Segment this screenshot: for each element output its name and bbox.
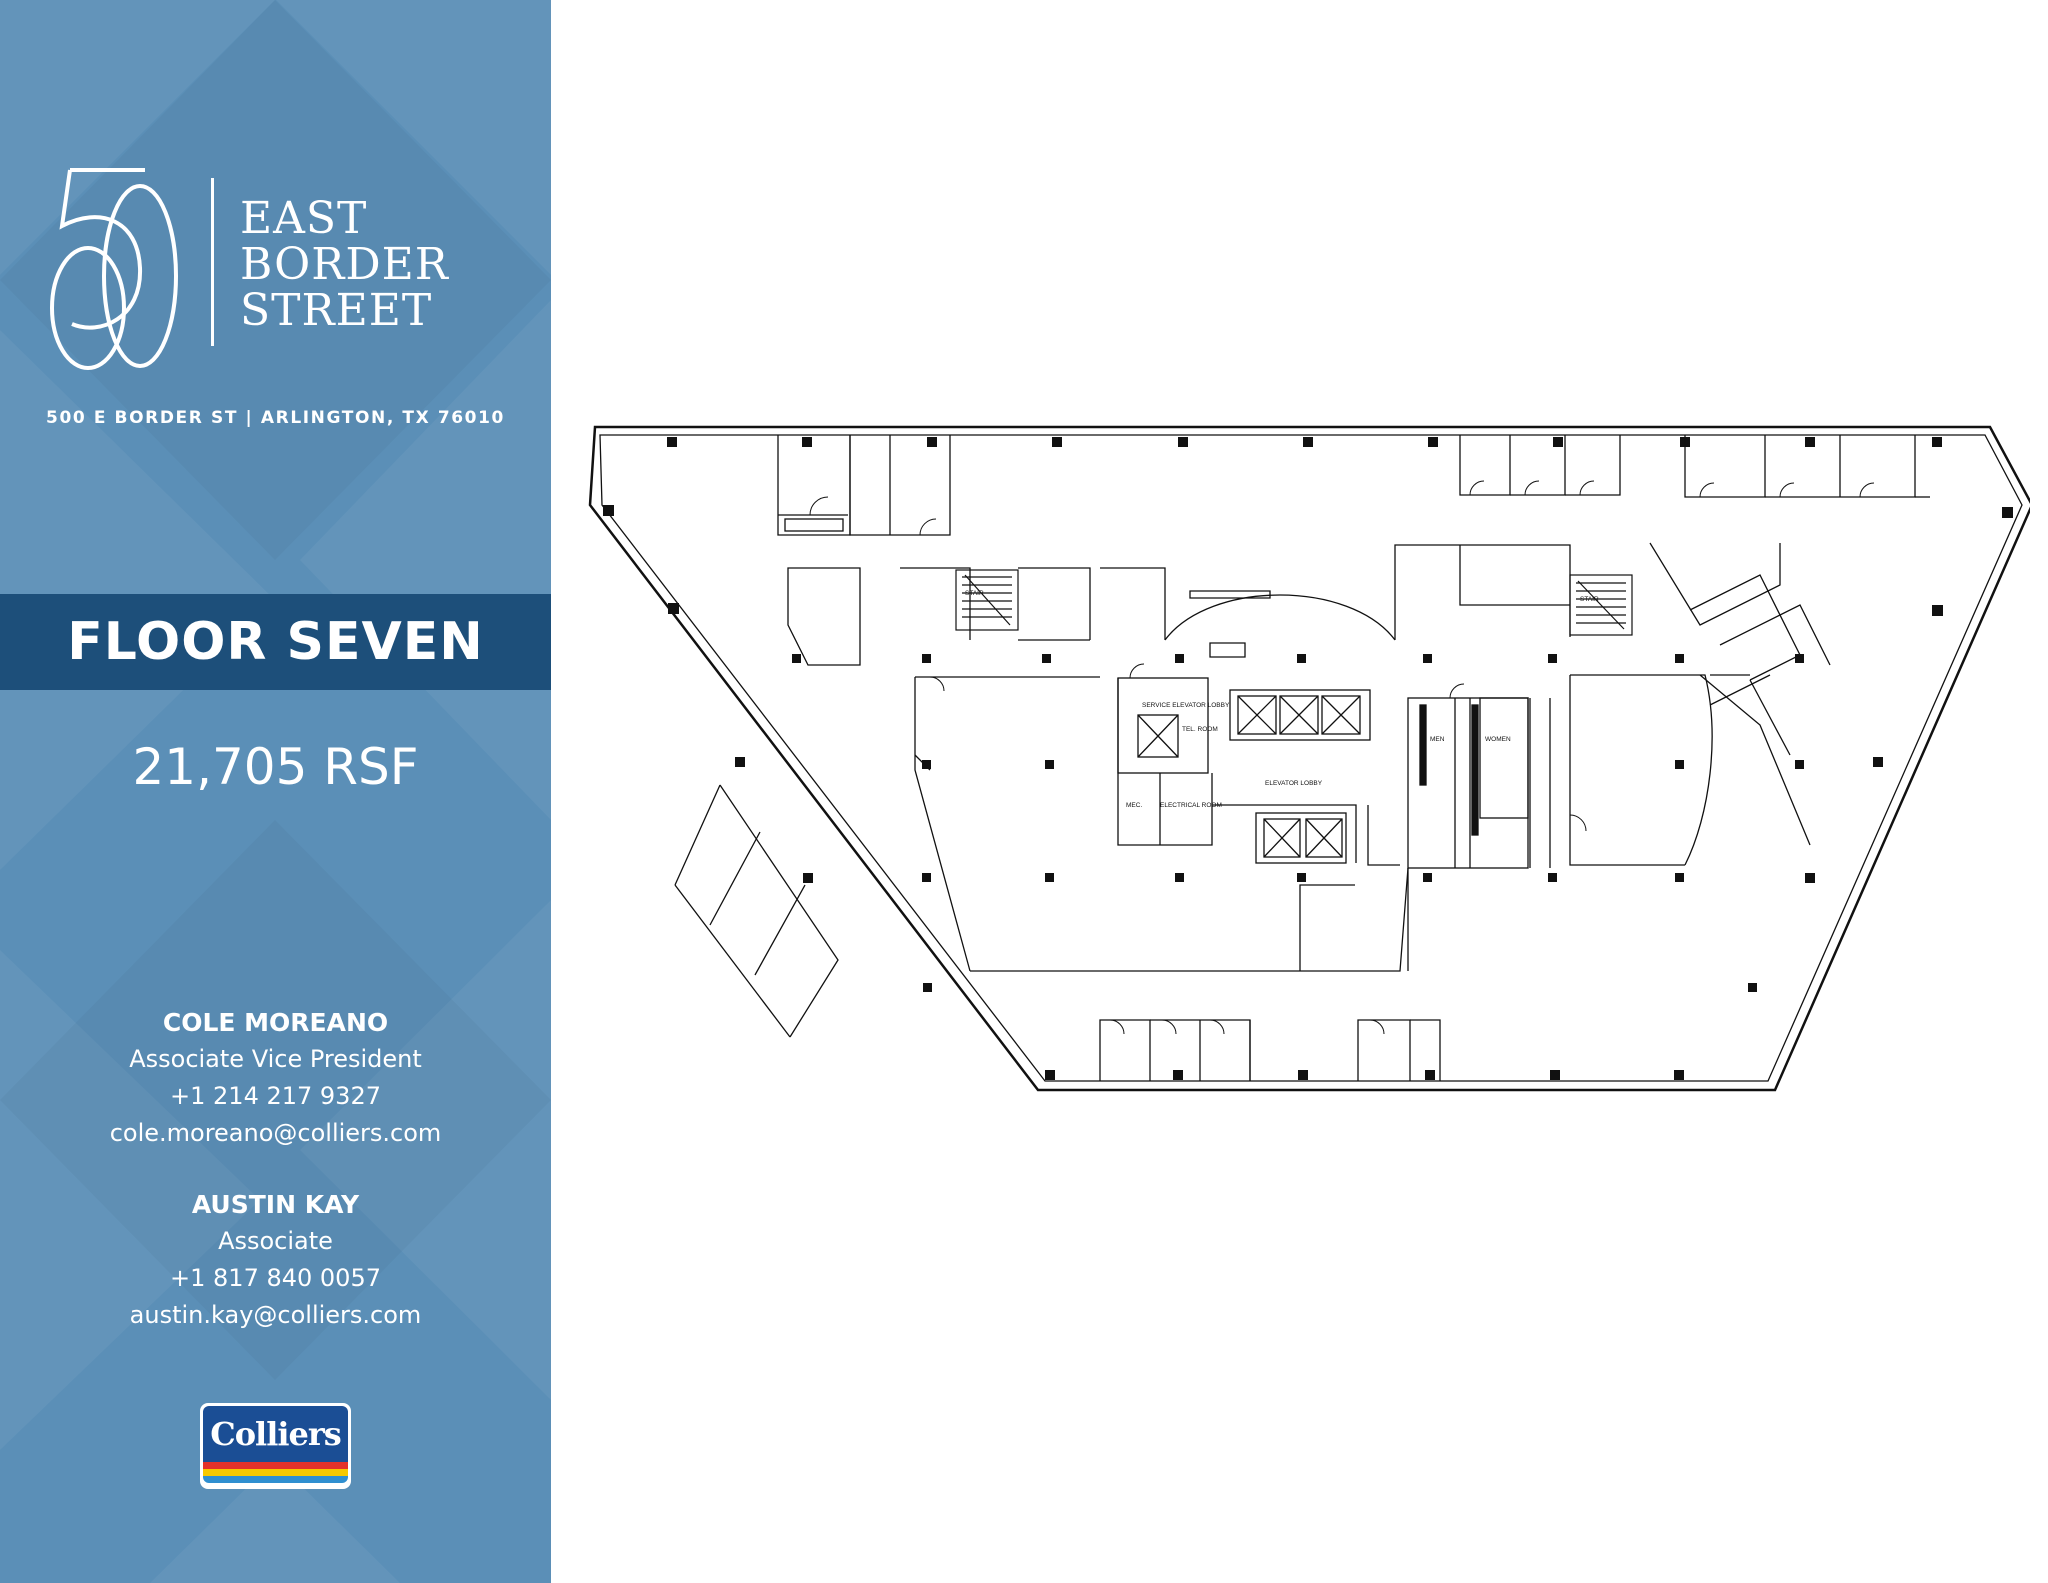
logo-word-border: BORDER [240,239,449,290]
contact-title: Associate [218,1227,333,1255]
door-swings [809,480,1875,1035]
floor-banner: FLOOR SEVEN [0,594,551,690]
label-tel-room: TEL. ROOM [1182,726,1218,733]
contact-name: AUSTIN KAY [191,1190,360,1219]
stairwells [955,569,1633,636]
logo-stripe-red [203,1462,348,1469]
building-outline-outer [588,425,2030,1092]
contact-phone[interactable]: +1 817 840 0057 [170,1264,381,1292]
corner-rooms [787,542,1831,756]
logo-500-mark [50,168,178,370]
contact-phone[interactable]: +1 214 217 9327 [170,1082,381,1110]
south-offices [1099,1019,1441,1081]
diamond-pattern [0,0,551,1583]
logo-divider [211,178,214,346]
label-women: WOMEN [1485,736,1511,743]
north-offices [777,435,1930,536]
logo-word-east: EAST [240,193,368,244]
contact-email[interactable]: austin.kay@colliers.com [129,1301,422,1329]
label-stair: STAIR [1580,596,1599,603]
floor-plan: ELEVATOR LOBBY SERVICE ELEVATOR LOBBY TE… [588,425,2030,1092]
interior-partitions [674,674,1811,1038]
colliers-wordmark: Colliers [210,1415,342,1453]
contact-email[interactable]: cole.moreano@colliers.com [109,1119,442,1147]
property-address: 500 E BORDER ST | ARLINGTON, TX 76010 [46,408,505,428]
label-service-lobby: SERVICE ELEVATOR LOBBY [1142,702,1230,709]
contact-card: AUSTIN KAY Associate +1 817 840 0057 aus… [0,1186,551,1334]
label-mech: MEC. [1126,802,1142,809]
label-men: MEN [1430,736,1445,743]
logo-stripe-blue [203,1476,348,1483]
logo-word-street: STREET [240,285,433,336]
label-electrical-room: ELECTRICAL ROOM [1160,802,1222,809]
building-outline-inner [599,434,2023,1082]
floor-title: FLOOR SEVEN [67,612,484,672]
colliers-logo-field: Colliers [203,1406,348,1462]
building-core [1018,544,1571,869]
sidebar: EAST BORDER STREET 500 E BORDER ST | ARL… [0,0,551,1583]
logo-stripe-yellow [203,1469,348,1476]
contact-name: COLE MOREANO [162,1008,389,1037]
colliers-logo: Colliers [200,1403,351,1489]
contact-card: COLE MOREANO Associate Vice President +1… [0,1004,551,1152]
label-elevator-lobby: ELEVATOR LOBBY [1265,780,1323,787]
contact-title: Associate Vice President [129,1045,422,1073]
logo-wordmark: EAST BORDER STREET [240,196,449,334]
structural-columns [603,437,2013,1080]
label-stair: STAIR [965,590,984,597]
floor-area: 21,705 RSF [132,738,419,796]
